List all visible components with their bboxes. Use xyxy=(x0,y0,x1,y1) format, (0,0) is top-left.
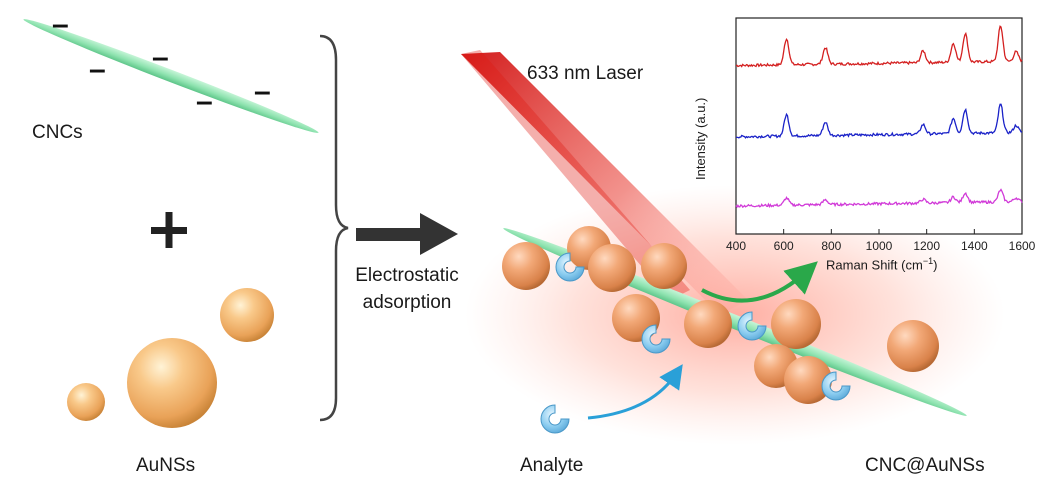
chart-xtick-label: 400 xyxy=(726,239,746,253)
chart-xtick-label: 600 xyxy=(774,239,794,253)
product-label: CNC@AuNSs xyxy=(865,455,985,476)
chart-xtick-label: 800 xyxy=(821,239,841,253)
plus-icon xyxy=(151,212,187,248)
analyte-molecules xyxy=(540,252,851,434)
laser-label: 633 nm Laser xyxy=(527,63,644,84)
chart-xtick-label: 1200 xyxy=(913,239,940,253)
negative-charge: – xyxy=(196,85,213,118)
chart-xlabel: Raman Shift (cm−1) xyxy=(826,256,938,273)
analyte-label: Analyte xyxy=(520,455,584,476)
chart-series-line xyxy=(735,103,1023,139)
analyte-arrow xyxy=(587,364,683,420)
chart-series-line xyxy=(735,25,1023,68)
raman-spectrum-chart: 400 600 800 1000 1200 1400 1600 xyxy=(726,17,1036,253)
chart-series-line xyxy=(735,188,1023,209)
negative-charge: – xyxy=(152,41,169,74)
aunss-label: AuNSs xyxy=(136,455,196,476)
chart-ticks: 400 600 800 1000 1200 1400 1600 xyxy=(726,229,1036,253)
negative-charge: – xyxy=(254,75,271,108)
negative-charge: – xyxy=(52,8,69,41)
negative-charge: – xyxy=(89,53,106,86)
chart-series xyxy=(735,25,1023,209)
cnc-rod xyxy=(23,19,319,133)
gold-nanospheres xyxy=(67,288,274,428)
process-label-line2: adsorption xyxy=(362,292,452,313)
chart-ylabel: Intensity (a.u.) xyxy=(693,97,708,180)
chart-xtick-label: 1000 xyxy=(866,239,893,253)
chart-xtick-label: 1600 xyxy=(1009,239,1036,253)
grouping-brace xyxy=(319,34,349,422)
signal-arrow xyxy=(701,261,818,303)
nanoparticles-on-rod xyxy=(502,226,939,404)
process-arrow xyxy=(356,213,458,255)
cncs-label: CNCs xyxy=(32,122,83,143)
process-label-line1: Electrostatic xyxy=(355,265,459,286)
chart-xtick-label: 1400 xyxy=(961,239,988,253)
